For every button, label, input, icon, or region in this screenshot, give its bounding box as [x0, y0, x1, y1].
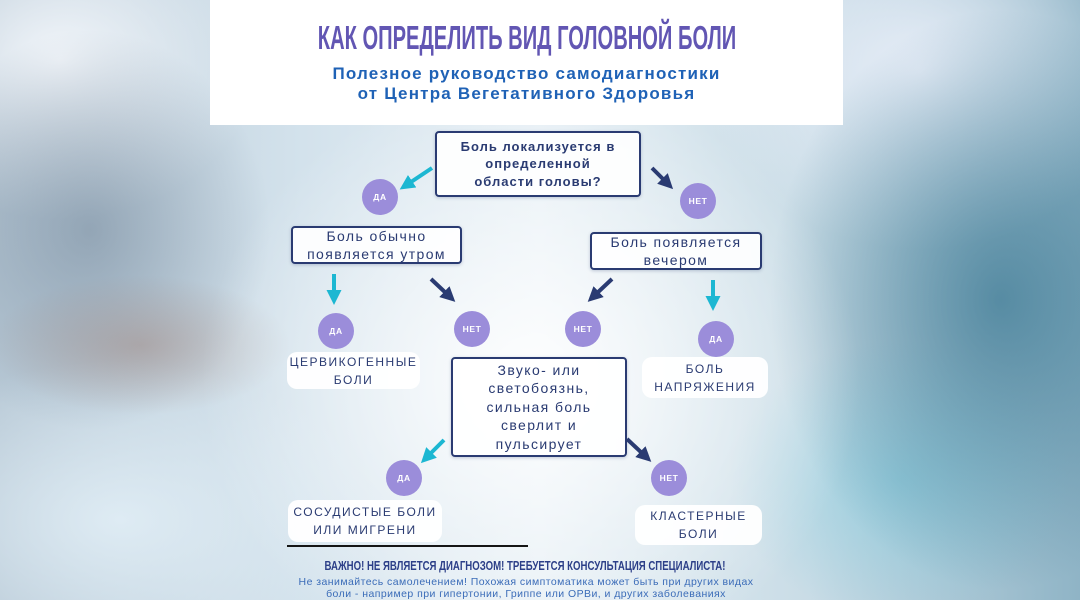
disclaimer-note: Не занимайтесь самолечением! Похожая сим…	[260, 576, 792, 600]
question-text-line: Звуко- или	[497, 361, 581, 378]
result-tension: БОЛЬ НАПРЯЖЕНИЯ	[642, 357, 768, 398]
result-cluster: КЛАСТЕРНЫЕ БОЛИ	[635, 505, 762, 545]
question-box-morning: Боль обычно появляется утром	[291, 226, 462, 264]
result-text-line: ЦЕРВИКОГЕННЫЕ	[289, 354, 418, 369]
result-cervicogenic: ЦЕРВИКОГЕННЫЕ БОЛИ	[287, 352, 420, 389]
result-text-line: НАПРЯЖЕНИЯ	[654, 379, 756, 394]
subtitle: Полезное руководство самодиагностики от …	[210, 64, 843, 104]
answer-yes-badge: ДА	[362, 179, 398, 215]
subtitle-line: Полезное руководство самодиагностики	[332, 64, 721, 83]
result-text-line: БОЛЬ	[685, 361, 725, 376]
question-text-line: Боль локализуется в	[460, 138, 616, 154]
result-text-line: СОСУДИСТЫЕ БОЛИ	[293, 505, 437, 519]
header-card: КАК ОПРЕДЕЛИТЬ ВИД ГОЛОВНОЙ БОЛИ Полезно…	[210, 0, 843, 125]
page-title: КАК ОПРЕДЕЛИТЬ ВИД ГОЛОВНОЙ БОЛИ	[317, 19, 736, 56]
question-text-line: появляется утром	[307, 246, 446, 262]
result-text-line: КЛАСТЕРНЫЕ	[650, 509, 747, 523]
disclaimer-note-line: Не занимайтесь самолечением! Похожая сим…	[298, 576, 754, 588]
question-text-line: определенной	[485, 156, 591, 172]
divider-line	[287, 545, 528, 547]
answer-no-badge: НЕТ	[565, 311, 601, 347]
question-text-line: сильная боль	[486, 398, 592, 415]
result-text-line: ИЛИ МИГРЕНИ	[313, 523, 417, 537]
answer-yes-badge: ДА	[698, 321, 734, 357]
result-text-line: БОЛИ	[333, 372, 374, 387]
question-text-line: светобоязнь,	[488, 380, 590, 397]
answer-no-badge: НЕТ	[651, 460, 687, 496]
disclaimer-warning: ВАЖНО! НЕ ЯВЛЯЕТСЯ ДИАГНОЗОМ! ТРЕБУЕТСЯ …	[324, 558, 726, 573]
result-text-line: БОЛИ	[678, 527, 719, 541]
question-box-localized: Боль локализуется в определенной области…	[435, 131, 641, 197]
answer-no-badge: НЕТ	[454, 311, 490, 347]
question-text-line: области головы?	[474, 173, 602, 189]
question-text-line: сверлит и	[500, 417, 578, 434]
subtitle-line: от Центра Вегетативного Здоровья	[357, 84, 696, 103]
result-vascular-migraine: СОСУДИСТЫЕ БОЛИ ИЛИ МИГРЕНИ	[288, 500, 442, 542]
question-text-line: пульсирует	[495, 435, 583, 452]
question-text-line: Боль обычно	[326, 227, 427, 244]
question-text-line: Боль появляется	[610, 233, 742, 250]
disclaimer-note-line: боли - например при гипертонии, Гриппе и…	[326, 588, 726, 600]
question-box-photophobia: Звуко- или светобоязнь, сильная боль све…	[451, 357, 627, 457]
answer-yes-badge: ДА	[318, 313, 354, 349]
question-text-line: вечером	[643, 252, 709, 268]
answer-yes-badge: ДА	[386, 460, 422, 496]
answer-no-badge: НЕТ	[680, 183, 716, 219]
question-box-evening: Боль появляется вечером	[590, 232, 762, 270]
